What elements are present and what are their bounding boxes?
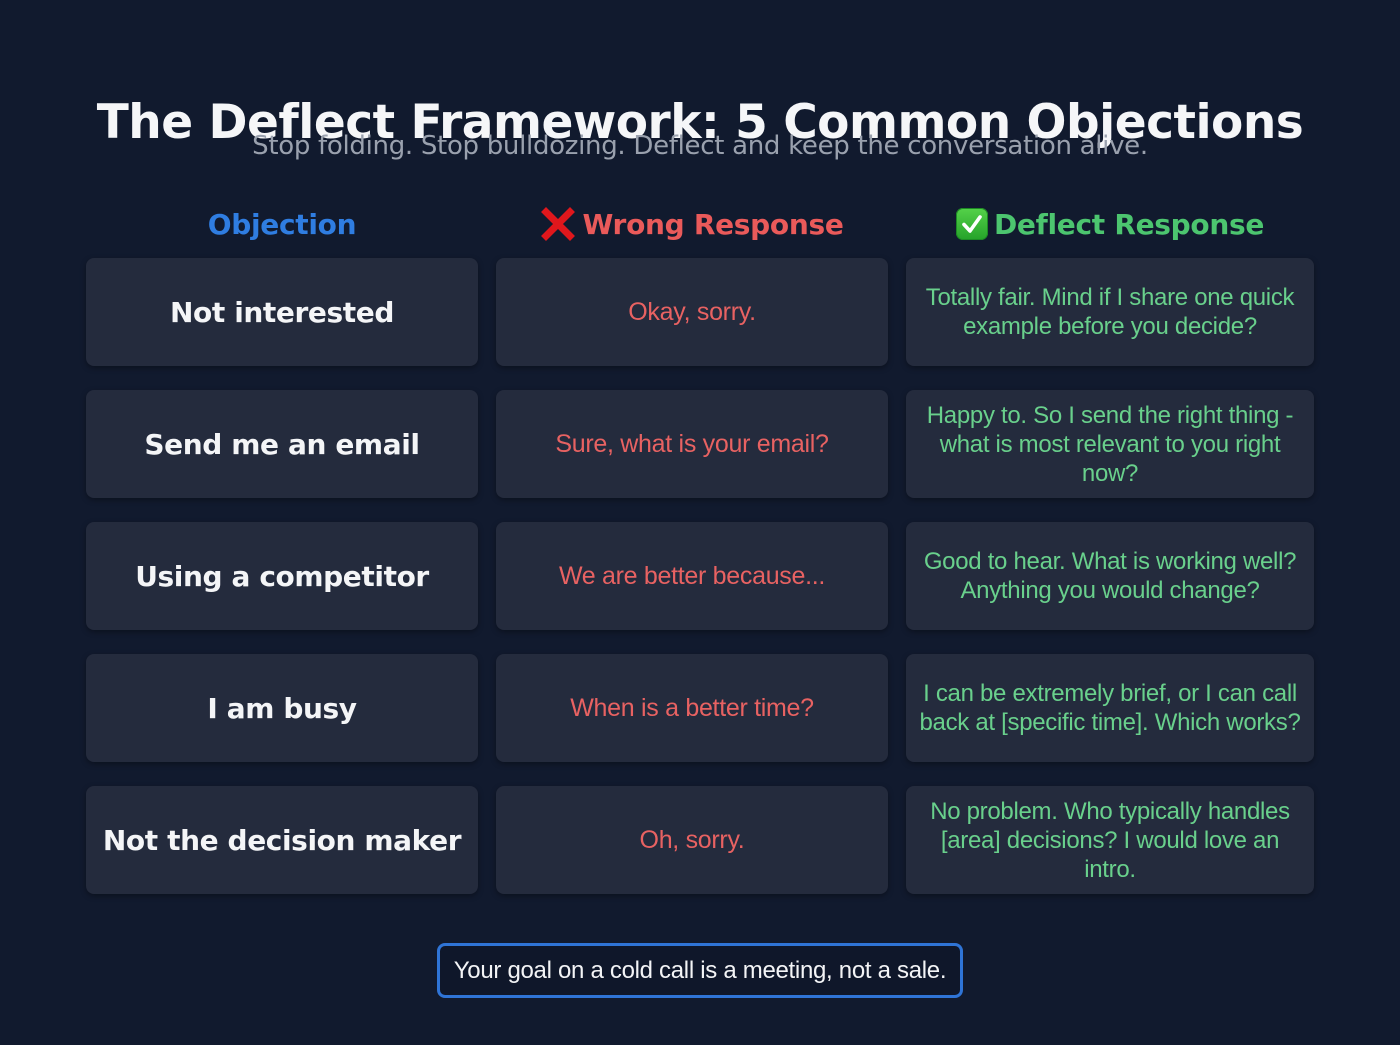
- deflect-response-cell: Totally fair. Mind if I share one quick …: [906, 258, 1314, 366]
- objection-cell: Not interested: [86, 258, 478, 366]
- wrong-response-cell: We are better because...: [496, 522, 888, 630]
- deflect-response-cell: Good to hear. What is working well? Anyt…: [906, 522, 1314, 630]
- column-header-label: Wrong Response: [582, 207, 844, 241]
- column-header-label: Objection: [207, 207, 357, 241]
- page-title: The Deflect Framework: 5 Common Objectio…: [96, 95, 1304, 151]
- page-subtitle: Stop folding. Stop bulldozing. Deflect a…: [252, 131, 1148, 161]
- cross-mark-icon: [540, 206, 576, 242]
- column-header-objection: Objection: [86, 204, 478, 244]
- column-header-deflect-response: Deflect Response: [906, 204, 1314, 244]
- wrong-response-cell: When is a better time?: [496, 654, 888, 762]
- goal-callout-text: Your goal on a cold call is a meeting, n…: [453, 956, 947, 984]
- objection-cell: I am busy: [86, 654, 478, 762]
- check-mark-button-icon: [955, 208, 988, 240]
- column-header-wrong-response: Wrong Response: [496, 204, 888, 244]
- column-header-label: Deflect Response: [993, 207, 1265, 241]
- deflect-response-cell: I can be extremely brief, or I can call …: [906, 654, 1314, 762]
- deflect-response-cell: No problem. Who typically handles [area]…: [906, 786, 1314, 894]
- objection-cell: Not the decision maker: [86, 786, 478, 894]
- goal-callout: Your goal on a cold call is a meeting, n…: [437, 943, 963, 998]
- wrong-response-cell: Okay, sorry.: [496, 258, 888, 366]
- wrong-response-cell: Oh, sorry.: [496, 786, 888, 894]
- objection-cell: Using a competitor: [86, 522, 478, 630]
- wrong-response-cell: Sure, what is your email?: [496, 390, 888, 498]
- deflect-response-cell: Happy to. So I send the right thing - wh…: [906, 390, 1314, 498]
- objection-cell: Send me an email: [86, 390, 478, 498]
